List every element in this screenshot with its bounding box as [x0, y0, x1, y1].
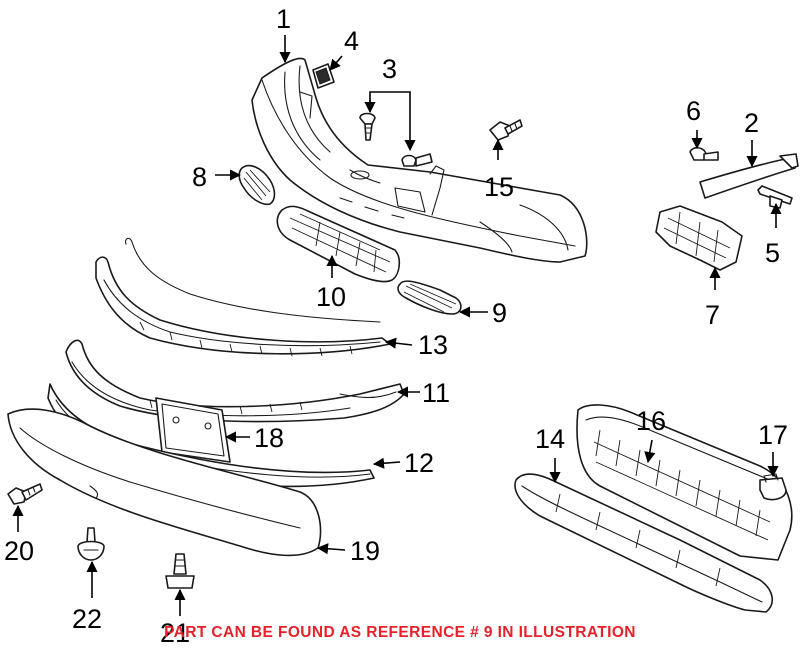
- leader-12: [372, 457, 401, 469]
- upper-trim-strip-part[interactable]: [95, 237, 391, 357]
- mounting-bracket-part[interactable]: [655, 205, 743, 271]
- bolt-lower-left-part[interactable]: [7, 483, 43, 505]
- bolt-small-part[interactable]: [757, 185, 793, 209]
- callout-12: 12: [404, 448, 434, 478]
- leader-lines: [12, 35, 782, 616]
- grille-insert-part[interactable]: [238, 164, 276, 206]
- callout-8: 8: [192, 162, 207, 192]
- callout-2: 2: [744, 108, 759, 138]
- callout-10: 10: [316, 282, 346, 312]
- callout-16: 16: [636, 406, 666, 436]
- callout-20: 20: [4, 536, 34, 566]
- callout-15: 15: [484, 172, 514, 202]
- callout-1: 1: [276, 4, 291, 34]
- callout-18: 18: [254, 423, 284, 453]
- callout-21: 21: [160, 618, 190, 648]
- callout-6: 6: [686, 96, 701, 126]
- callout-14: 14: [535, 424, 565, 454]
- reference-notice: PART CAN BE FOUND AS REFERENCE # 9 IN IL…: [164, 624, 636, 641]
- callout-19: 19: [350, 536, 380, 566]
- energy-absorber-part[interactable]: [514, 473, 773, 613]
- callout-9: 9: [492, 298, 507, 328]
- leader-4: [329, 55, 343, 71]
- grille-insert-right-part[interactable]: [397, 280, 462, 315]
- leader-19: [316, 543, 346, 555]
- bracket-strip-part[interactable]: [699, 153, 799, 199]
- push-pin-part[interactable]: [77, 527, 105, 561]
- callout-4: 4: [344, 26, 359, 56]
- callout-22: 22: [72, 604, 102, 634]
- callout-5: 5: [765, 238, 780, 268]
- callout-numbers: 1 4 3 6 2 8 15 5 10 9 7 13 11 16 14 17 1…: [4, 4, 788, 648]
- lower-grille-part[interactable]: [276, 205, 401, 283]
- reinforcement-beam-part[interactable]: [576, 404, 793, 561]
- clip-part[interactable]: [312, 63, 335, 89]
- push-rivet-part[interactable]: [359, 112, 433, 167]
- rivet-part[interactable]: [689, 146, 719, 161]
- bolt-part[interactable]: [489, 119, 523, 141]
- leader-13: [384, 337, 413, 349]
- leader-3: [369, 91, 416, 152]
- callout-7: 7: [705, 300, 720, 330]
- callout-13: 13: [418, 330, 448, 360]
- screw-part[interactable]: [165, 553, 195, 589]
- license-plate-bracket-part[interactable]: [155, 397, 231, 463]
- bumper-cover-part[interactable]: [251, 57, 588, 263]
- callout-11: 11: [422, 378, 450, 408]
- callout-17: 17: [758, 420, 788, 450]
- leader-16: [644, 439, 656, 464]
- callout-3: 3: [382, 54, 397, 84]
